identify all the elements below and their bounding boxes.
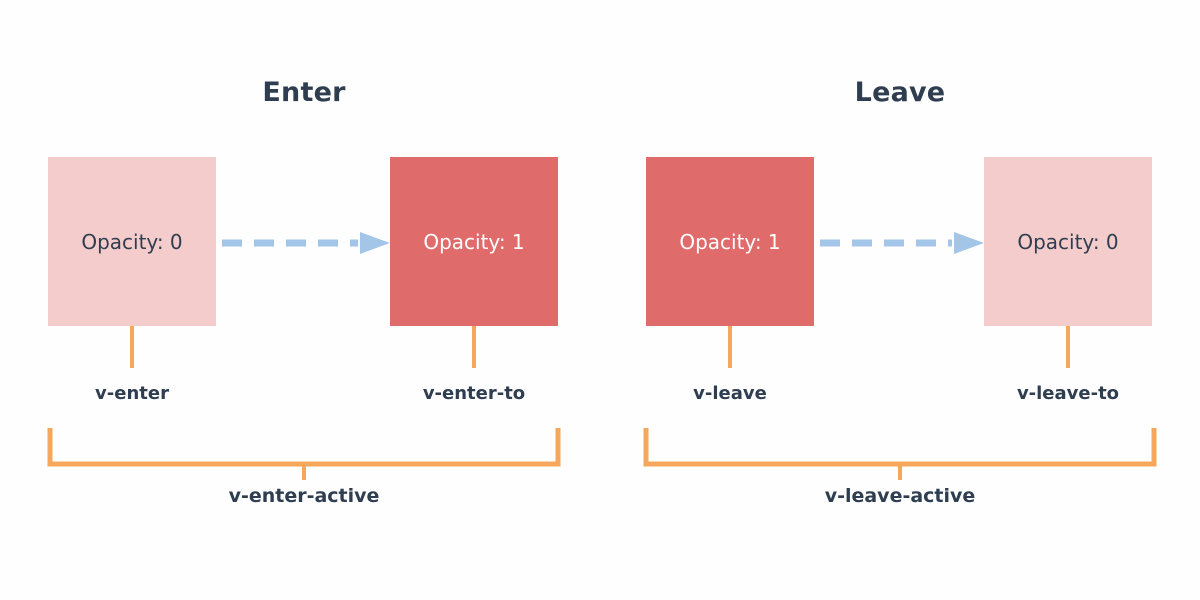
class-label-v-enter: v-enter bbox=[95, 383, 169, 404]
group-title-leave: Leave bbox=[854, 77, 946, 108]
state-box-v-leave-to: Opacity: 0 bbox=[984, 157, 1152, 326]
state-box-v-enter-to: Opacity: 1 bbox=[390, 157, 558, 326]
class-label-v-leave: v-leave bbox=[693, 383, 767, 404]
class-label-v-enter-to: v-enter-to bbox=[422, 383, 526, 404]
state-box-value: Opacity: 1 bbox=[679, 229, 781, 254]
connector-stem-v-leave-to bbox=[1066, 326, 1070, 368]
active-bracket-label-enter: v-enter-active bbox=[228, 485, 380, 507]
active-bracket-leave bbox=[640, 426, 1160, 482]
state-box-value: Opacity: 1 bbox=[423, 229, 525, 254]
group-title-enter: Enter bbox=[262, 77, 346, 108]
dashed-arrow-right-icon bbox=[216, 231, 390, 255]
connector-stem-v-enter-to bbox=[472, 326, 476, 368]
active-bracket-label-leave: v-leave-active bbox=[824, 485, 976, 507]
class-label-v-leave-to: v-leave-to bbox=[1016, 383, 1120, 404]
dashed-arrow-right-icon bbox=[814, 231, 984, 255]
active-bracket-enter bbox=[44, 426, 564, 482]
state-box-v-leave: Opacity: 1 bbox=[646, 157, 814, 326]
state-box-value: Opacity: 0 bbox=[81, 229, 183, 254]
connector-stem-v-leave bbox=[728, 326, 732, 368]
state-box-v-enter: Opacity: 0 bbox=[48, 157, 216, 326]
state-box-value: Opacity: 0 bbox=[1017, 229, 1119, 254]
connector-stem-v-enter bbox=[130, 326, 134, 368]
